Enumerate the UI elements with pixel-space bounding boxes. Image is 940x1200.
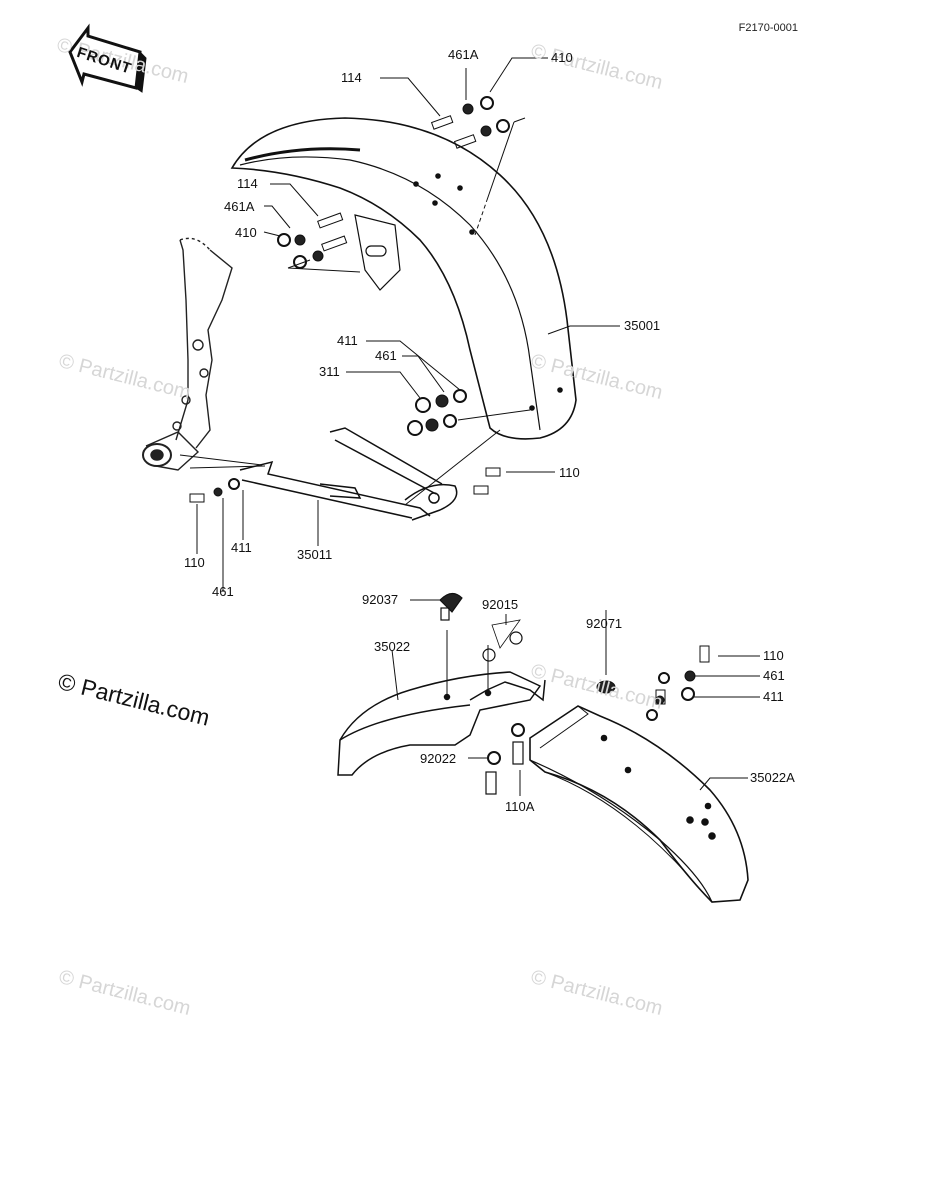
part-label[interactable]: 92015 bbox=[482, 597, 519, 612]
rear-nuts-icon bbox=[482, 619, 525, 795]
rear-fender-front-section bbox=[337, 630, 546, 776]
front-arrow-icon bbox=[68, 23, 147, 93]
part-label[interactable]: 461 bbox=[212, 584, 234, 599]
part-label[interactable]: 35022 bbox=[374, 639, 411, 654]
part-label[interactable]: 110 bbox=[559, 465, 580, 480]
rear-clip-icon bbox=[439, 592, 463, 621]
part-label[interactable]: 110 bbox=[763, 648, 784, 663]
stay-hardware-icon bbox=[189, 467, 501, 503]
front-fork bbox=[142, 237, 233, 471]
part-label[interactable]: 461A bbox=[448, 47, 479, 62]
fender-stay bbox=[179, 427, 501, 521]
leader-lines bbox=[196, 57, 760, 796]
part-label[interactable]: 410 bbox=[235, 225, 257, 240]
part-label[interactable]: 110 bbox=[184, 555, 205, 570]
mid-hardware-icon bbox=[407, 389, 531, 436]
part-label[interactable]: 461 bbox=[375, 348, 397, 363]
part-label[interactable]: 35001 bbox=[624, 318, 661, 333]
part-label[interactable]: 411 bbox=[763, 689, 784, 704]
part-label[interactable]: 35011 bbox=[297, 547, 333, 562]
part-label[interactable]: 110A bbox=[505, 799, 535, 814]
rear-fender-rear-section bbox=[529, 705, 749, 903]
part-label[interactable]: 461 bbox=[763, 668, 785, 683]
part-label[interactable]: 92037 bbox=[362, 592, 399, 607]
part-label[interactable]: 114 bbox=[237, 176, 258, 191]
part-label[interactable]: 35022A bbox=[750, 770, 795, 785]
part-label[interactable]: 410 bbox=[551, 50, 573, 65]
diagram-code: F2170-0001 bbox=[738, 22, 798, 34]
part-label[interactable]: 461A bbox=[224, 199, 255, 214]
upper-hardware-icon bbox=[277, 96, 526, 273]
part-label[interactable]: 411 bbox=[337, 333, 358, 348]
part-label[interactable]: 92022 bbox=[420, 751, 457, 766]
part-label[interactable]: 92071 bbox=[586, 616, 623, 631]
part-label[interactable]: 411 bbox=[231, 540, 252, 555]
part-label[interactable]: 311 bbox=[319, 364, 340, 379]
part-label[interactable]: 114 bbox=[341, 70, 362, 85]
front-fender bbox=[230, 117, 577, 440]
rear-right-hardware-icon bbox=[646, 645, 710, 721]
